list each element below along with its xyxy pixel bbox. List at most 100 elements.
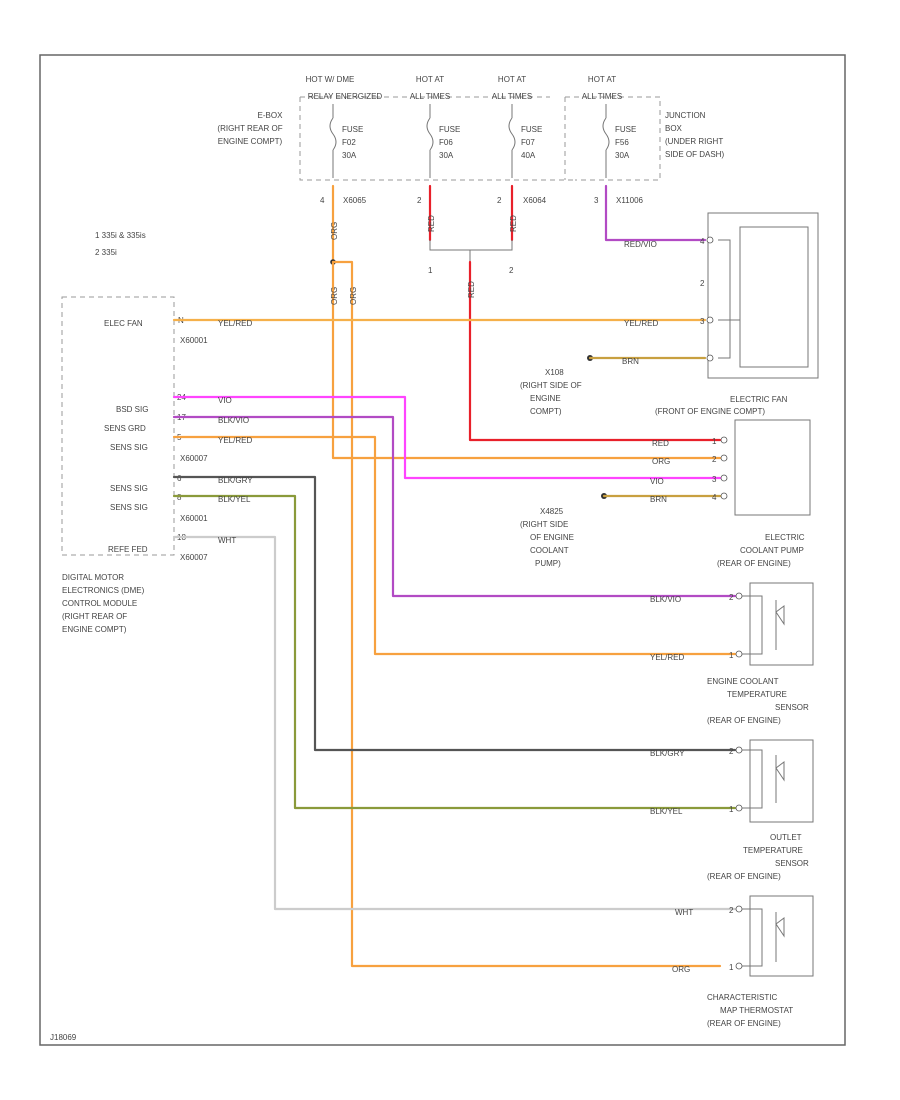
fuse-f02: FUSE F02 30A <box>329 104 363 178</box>
svg-text:ENGINE COMPT): ENGINE COMPT) <box>218 137 283 146</box>
fan-box-pin-2: 2 <box>712 455 717 464</box>
fuse-source-1: HOT W/ DME <box>306 75 355 84</box>
svg-text:30A: 30A <box>342 151 357 160</box>
dme-pin-labels: ELEC FAN BSD SIG SENS GRD SENS SIG SENS … <box>104 319 148 554</box>
connector-x6064: X6064 <box>523 196 547 205</box>
wire-sens-sig-3 <box>172 494 737 810</box>
wire-sens-grd <box>172 415 737 598</box>
diagram-border <box>39 54 846 1046</box>
note-2: 2 335i <box>95 248 117 257</box>
fuse-source-1b: RELAY ENERGIZED <box>308 92 383 101</box>
svg-text:OUTLET: OUTLET <box>770 833 802 842</box>
fan-pin-1: 4 <box>700 237 705 246</box>
wire-label-brn-1: BRN <box>622 357 639 366</box>
dme-module-outline <box>61 296 175 556</box>
svg-text:FUSE: FUSE <box>521 125 542 134</box>
fan-box-pin-4: 4 <box>712 493 717 502</box>
thermostat-label: CHARACTERISTIC MAP THERMOSTAT (REAR OF E… <box>707 993 793 1028</box>
connector-x6065: X6065 <box>343 196 367 205</box>
fuse-f06: FUSE F06 30A <box>426 104 460 178</box>
fuse-f56: FUSE F56 30A <box>602 104 636 178</box>
thermostat-box <box>735 895 814 977</box>
svg-text:SENS SIG: SENS SIG <box>110 484 148 493</box>
outlet-pin-1: 1 <box>729 805 734 814</box>
wire-label-org-a: ORG <box>330 222 339 240</box>
wire-label-blkgry-2: BLK/GRY <box>650 749 685 758</box>
svg-text:ELEC FAN: ELEC FAN <box>104 319 143 328</box>
electric-fan-box <box>720 419 811 516</box>
fuse-source-2b: ALL TIMES <box>410 92 450 101</box>
svg-text:SENS SIG: SENS SIG <box>110 503 148 512</box>
svg-text:(REAR OF ENGINE): (REAR OF ENGINE) <box>717 559 791 568</box>
junction-box-label: JUNCTION BOX (UNDER RIGHT SIDE OF DASH) <box>665 111 724 159</box>
junction-box-outline <box>564 96 661 181</box>
fuse-source-4b: ALL TIMES <box>582 92 622 101</box>
svg-text:X60007: X60007 <box>180 553 208 562</box>
svg-text:FUSE: FUSE <box>439 125 460 134</box>
svg-text:E-BOX: E-BOX <box>258 111 284 120</box>
fuse-source-3b: ALL TIMES <box>492 92 532 101</box>
fuse-source-3: HOT AT <box>498 75 526 84</box>
svg-text:(RIGHT SIDE: (RIGHT SIDE <box>520 520 568 529</box>
thermostat-pin-1: 1 <box>729 963 734 972</box>
svg-text:F07: F07 <box>521 138 535 147</box>
svg-text:JUNCTION: JUNCTION <box>665 111 706 120</box>
svg-text:FUSE: FUSE <box>342 125 363 134</box>
wire-label-wht-2: WHT <box>675 908 693 917</box>
svg-text:(FRONT OF ENGINE COMPT): (FRONT OF ENGINE COMPT) <box>655 407 765 416</box>
svg-text:TEMPERATURE: TEMPERATURE <box>743 846 803 855</box>
svg-text:ENGINE COOLANT: ENGINE COOLANT <box>707 677 779 686</box>
thermostat-pin-2: 2 <box>729 906 734 915</box>
svg-text:6: 6 <box>177 474 182 483</box>
wire-label-blkgry-1: BLK/GRY <box>218 476 253 485</box>
svg-text:(REAR OF ENGINE): (REAR OF ENGINE) <box>707 1019 781 1028</box>
fuse-source-4: HOT AT <box>588 75 616 84</box>
wire-ref-white <box>172 535 737 911</box>
fan-box-pin-3: 3 <box>712 475 717 484</box>
wire-label-org-b: ORG <box>330 287 339 305</box>
ect-sensor-label: ENGINE COOLANT TEMPERATURE SENSOR (REAR … <box>707 677 809 725</box>
splice-pin-2: 2 <box>509 266 514 275</box>
svg-text:MAP THERMOSTAT: MAP THERMOSTAT <box>720 1006 793 1015</box>
svg-text:40A: 40A <box>521 151 536 160</box>
wire-label-blkvio-1: BLK/VIO <box>218 416 249 425</box>
wire-sens-sig-2 <box>172 475 737 752</box>
svg-text:30A: 30A <box>439 151 454 160</box>
svg-text:DIGITAL MOTOR: DIGITAL MOTOR <box>62 573 124 582</box>
svg-text:F02: F02 <box>342 138 356 147</box>
svg-text:(RIGHT SIDE OF: (RIGHT SIDE OF <box>520 381 582 390</box>
wire-label-red-vio: RED/VIO <box>624 240 657 249</box>
wire-label-red-c: RED <box>467 281 476 298</box>
dme-pins: N 24 17 5 6 8 18 <box>177 316 186 542</box>
wire-label-blkvio-2: BLK/VIO <box>650 595 681 604</box>
wire-label-yelred-2: YEL/RED <box>624 319 658 328</box>
svg-text:ELECTRONICS (DME): ELECTRONICS (DME) <box>62 586 145 595</box>
electric-fan-label: ELECTRIC FAN (FRONT OF ENGINE COMPT) <box>655 395 788 416</box>
coolant-pump-label: ELECTRIC COOLANT PUMP (REAR OF ENGINE) <box>717 533 805 568</box>
wire-label-blkyel-1: BLK/YEL <box>218 495 251 504</box>
svg-text:COOLANT PUMP: COOLANT PUMP <box>740 546 804 555</box>
ect-pin-1: 1 <box>729 651 734 660</box>
wire-label-yelred-1: YEL/RED <box>218 319 252 328</box>
svg-text:(RIGHT REAR OF: (RIGHT REAR OF <box>62 612 127 621</box>
svg-text:OF ENGINE: OF ENGINE <box>530 533 574 542</box>
svg-text:SENS GRD: SENS GRD <box>104 424 146 433</box>
svg-text:ELECTRIC FAN: ELECTRIC FAN <box>730 395 788 404</box>
outlet-pin-2: 2 <box>729 747 734 756</box>
svg-text:SENSOR: SENSOR <box>775 703 809 712</box>
fan-pin-2: 2 <box>700 279 705 288</box>
svg-text:X60001: X60001 <box>180 514 208 523</box>
dme-module-label: DIGITAL MOTOR ELECTRONICS (DME) CONTROL … <box>62 573 145 634</box>
svg-text:PUMP): PUMP) <box>535 559 561 568</box>
wire-label-red: RED <box>652 439 669 448</box>
svg-text:30A: 30A <box>615 151 630 160</box>
wire-label-vio-2: VIO <box>650 477 664 486</box>
ebox-label: E-BOX (RIGHT REAR OF ENGINE COMPT) <box>217 111 283 146</box>
svg-text:SIDE OF DASH): SIDE OF DASH) <box>665 150 724 159</box>
wire-label-org-2: ORG <box>672 965 690 974</box>
connector-x11006: X11006 <box>616 196 644 205</box>
splice-pin-1: 1 <box>428 266 433 275</box>
fuse-pin-3: 2 <box>497 196 502 205</box>
ground-x108 <box>587 355 707 361</box>
